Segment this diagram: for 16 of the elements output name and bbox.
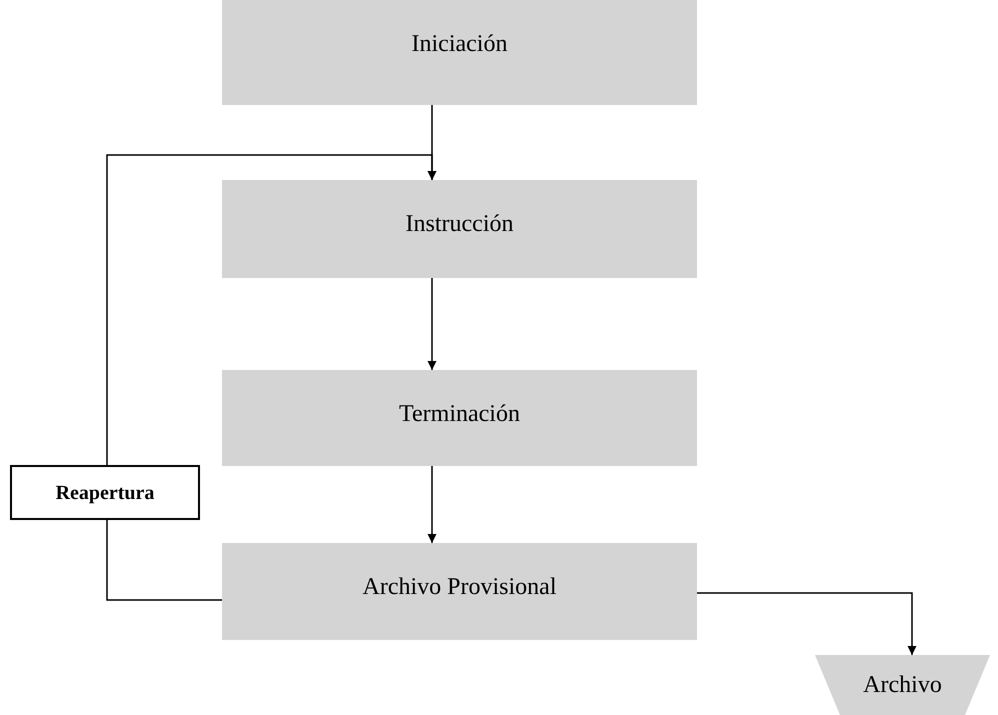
process-box — [222, 370, 697, 466]
node-label: Instrucción — [406, 210, 514, 239]
label-box — [10, 465, 200, 520]
process-box — [222, 543, 697, 640]
process-box — [222, 180, 697, 278]
node-label: Archivo — [863, 671, 942, 700]
arrow — [428, 278, 436, 370]
node-label: Reapertura — [56, 480, 154, 506]
node-label: Archivo Provisional — [362, 573, 556, 602]
arrow — [428, 466, 436, 543]
trapezoid-node — [815, 655, 990, 715]
node-label: Iniciación — [412, 30, 508, 59]
arrow — [697, 592, 916, 655]
process-box — [222, 0, 697, 105]
arrow — [106, 154, 436, 465]
node-label: Terminación — [399, 400, 520, 429]
